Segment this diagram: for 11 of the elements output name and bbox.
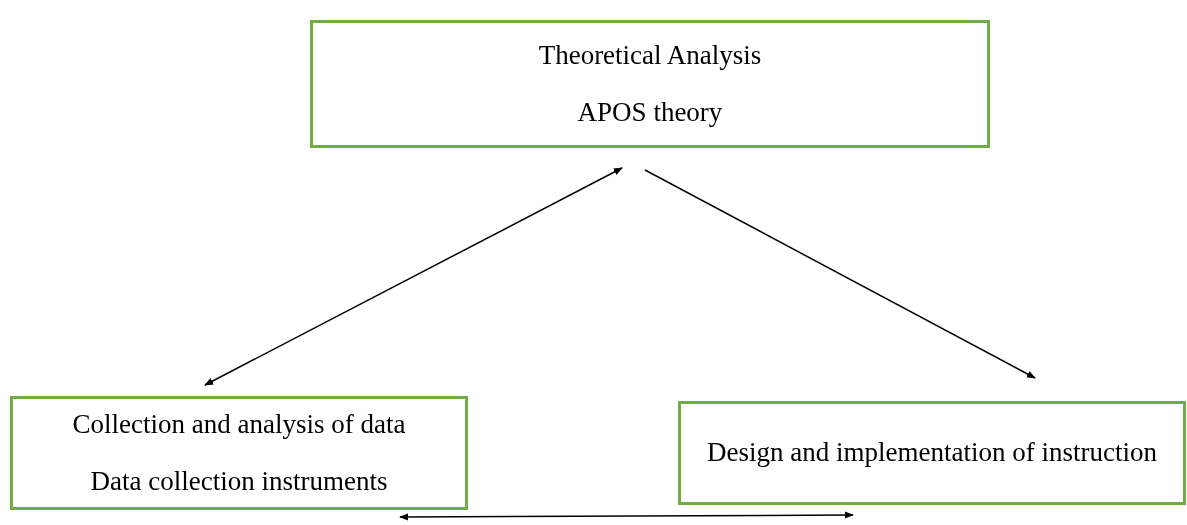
arrow	[644, 169, 1036, 379]
box-text: Collection and analysis of data	[72, 407, 406, 441]
arrow	[399, 511, 854, 521]
box-text: Design and implementation of instruction	[707, 436, 1157, 470]
arrow	[204, 167, 623, 386]
box-text: Theoretical Analysis	[538, 38, 762, 72]
process-box	[678, 401, 1186, 505]
box-text: Data collection instruments	[90, 465, 388, 498]
box-text: APOS theory	[577, 96, 723, 129]
process-box	[310, 20, 990, 148]
process-box	[10, 396, 468, 510]
